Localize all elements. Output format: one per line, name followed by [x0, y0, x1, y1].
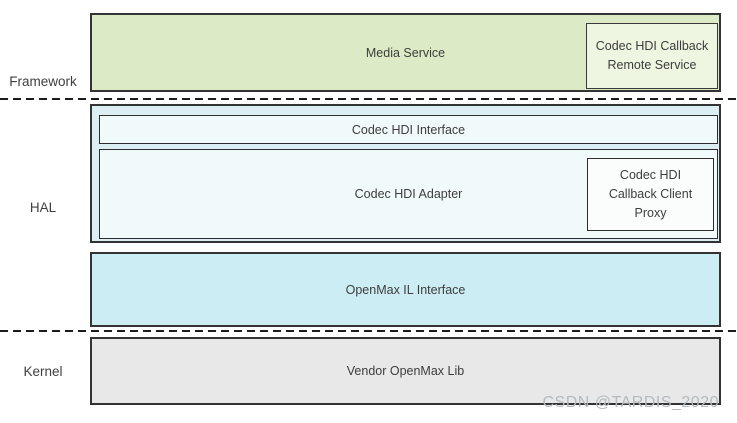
hal-group-box: Codec HDI Interface Codec HDI Adapter Co… [90, 104, 721, 243]
codec-hdi-interface-box: Codec HDI Interface [99, 115, 718, 144]
vendor-openmax-lib-box: Vendor OpenMax Lib [90, 337, 721, 405]
csdn-watermark: CSDN @TARDIS_2020 [542, 394, 719, 411]
openmax-il-interface-box: OpenMax IL Interface [90, 252, 721, 327]
hal-kernel-divider [0, 330, 737, 332]
codec-hdi-adapter-label: Codec HDI Adapter [354, 187, 463, 201]
layer-label-framework: Framework [9, 74, 77, 89]
layer-label-kernel: Kernel [23, 364, 63, 379]
codec-hdi-adapter-box: Codec HDI Adapter Codec HDI Callback Cli… [99, 149, 718, 239]
layer-label-hal: HAL [29, 200, 57, 215]
codec-hdi-callback-client-proxy-box: Codec HDI Callback Client Proxy [587, 158, 714, 231]
framework-hal-divider [0, 98, 737, 100]
codec-hdi-callback-remote-service-box: Codec HDI Callback Remote Service [586, 23, 718, 89]
media-service-label: Media Service [365, 45, 446, 60]
media-service-box: Media Service Codec HDI Callback Remote … [90, 13, 721, 92]
